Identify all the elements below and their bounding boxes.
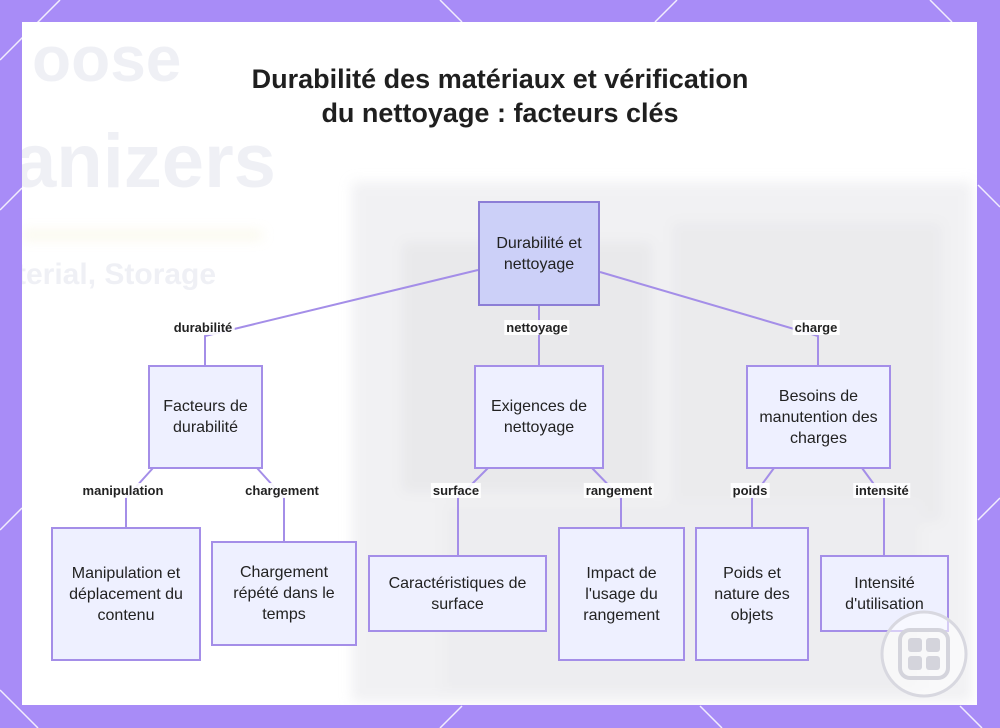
edge-label-intensite: intensité <box>853 483 911 498</box>
edge-durability-handling <box>125 467 154 528</box>
background-text-2: anizers <box>22 119 276 204</box>
edge-cleaning-surface <box>457 467 489 556</box>
background-text-1: oose <box>32 23 182 95</box>
edge-root-durability <box>204 269 479 366</box>
edge-label-nettoyage: nettoyage <box>504 320 570 335</box>
edge-root-load <box>599 271 819 366</box>
edge-label-poids: poids <box>730 483 770 498</box>
edge-cleaning-storage <box>591 467 622 528</box>
edge-label-charge: charge <box>792 320 840 335</box>
diagram-title: Durabilité des matériaux et vérification… <box>251 64 749 128</box>
node-durability-factors: Facteurs de durabilité <box>148 365 263 469</box>
edge-label-durabilite: durabilité <box>171 320 235 335</box>
node-load-handling: Besoins de manutention des charges <box>746 365 891 469</box>
node-surface-characteristics: Caractéristiques de surface <box>368 555 547 632</box>
node-root: Durabilité et nettoyage <box>478 201 600 306</box>
edge-label-manipulation: manipulation <box>80 483 166 498</box>
edge-label-rangement: rangement <box>583 483 655 498</box>
node-cleaning-requirements: Exigences de nettoyage <box>474 365 604 469</box>
edge-label-surface: surface <box>430 483 482 498</box>
edge-label-chargement: chargement <box>243 483 321 498</box>
edge-load-intensity <box>861 467 885 556</box>
edge-durability-loading <box>256 467 285 542</box>
edge-load-weight <box>751 467 775 528</box>
node-storage-impact: Impact de l'usage du rangement <box>558 527 685 661</box>
grid-logo-icon <box>880 610 968 698</box>
node-repeated-loading: Chargement répété dans le temps <box>211 541 357 646</box>
node-weight-nature: Poids et nature des objets <box>695 527 809 661</box>
node-handling-movement: Manipulation et déplacement du contenu <box>51 527 201 661</box>
background-text-3: terial, Storage <box>22 258 217 291</box>
